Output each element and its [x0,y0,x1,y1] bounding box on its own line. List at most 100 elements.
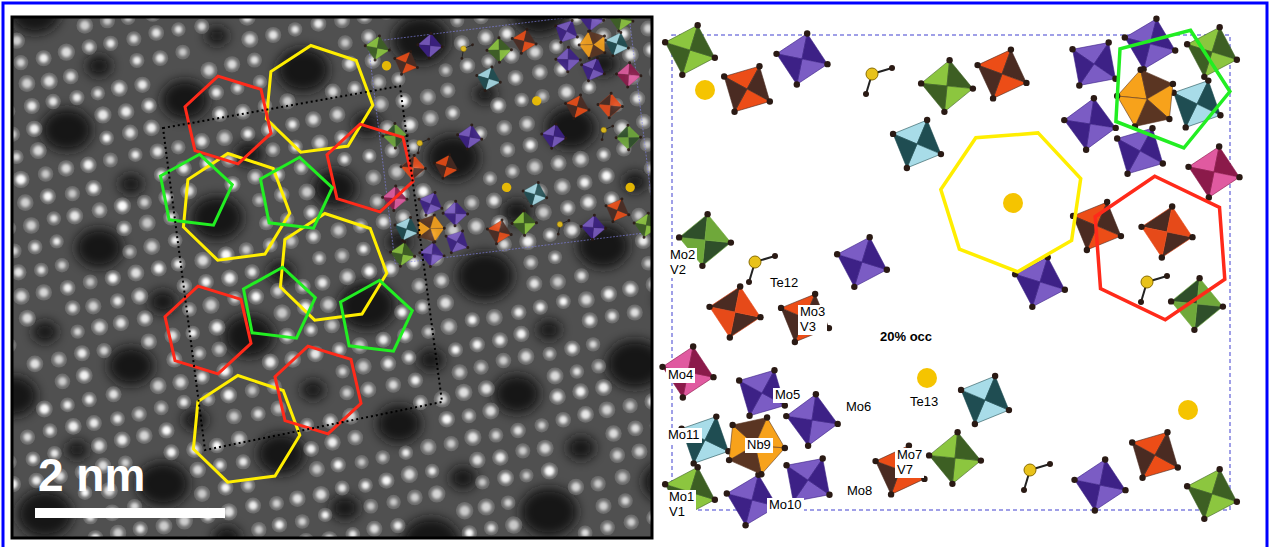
atom-halo [110,293,125,308]
atom-halo [609,447,625,463]
channel-hole [119,174,143,195]
oxygen-atom [416,66,419,69]
oxygen-atom [400,73,403,76]
atom-column [198,255,208,265]
atom-column [126,248,134,256]
oxygen-atom [1191,327,1197,333]
oxygen-atom [1062,286,1068,292]
oxygen-atom [510,222,513,225]
atom-column [535,68,544,77]
atom-column [576,387,586,397]
atom-column [561,87,571,97]
oxygen-atom [1166,116,1172,122]
structure-model [659,16,1242,529]
atom-halo [13,288,30,305]
octahedron [918,57,976,115]
atom-column [277,308,287,318]
atom-halo [492,449,509,466]
atom-halo [158,422,174,438]
atom-column [334,460,343,469]
oxygen-atom [1029,304,1035,310]
octahedron [1170,77,1223,130]
atom-halo [452,364,468,380]
oxygen-atom [550,146,553,149]
oxygen-atom [1137,66,1143,72]
atom-halo [464,195,480,211]
pentagonal-bipyramid [1114,66,1176,129]
polyhedron-face [978,65,1002,98]
pentagon-outline [161,154,233,225]
pentagon-outline [261,157,333,228]
tellurium-atom [1024,464,1036,476]
atom-column [116,318,125,327]
oxygen-atom [378,34,381,37]
atom-halo [28,240,43,255]
atom-halo [577,174,593,190]
oxygen-atom [628,61,631,64]
atom-halo [106,386,122,402]
atom-column [113,415,121,423]
oxygen-atom [441,45,444,48]
oxygen-atom [579,58,582,61]
oxygen-atom [699,263,705,269]
polyhedron-face [383,135,397,150]
oxygen-atom [639,74,642,77]
oxygen-atom [418,251,421,254]
oxygen-atom [726,457,732,463]
te12-site [1138,273,1170,305]
atom-halo [477,29,494,46]
atom-column [432,489,442,499]
oxygen-atom [537,181,540,184]
oxygen-atom [510,48,513,51]
atom-halo [163,210,179,226]
oxygen-atom [632,221,635,224]
atom-column [486,175,493,182]
oxygen-atom [946,57,952,63]
atom-halo [482,402,499,419]
polyhedron-face [808,420,838,446]
atom-halo [627,304,643,320]
atom-halo [176,395,191,410]
oxygen-atom [554,24,557,27]
oxygen-atom [554,122,557,125]
oxygen-atom [1091,95,1097,101]
atom-halo [517,348,534,365]
oxygen-atom [405,198,408,201]
oxygen-atom [782,445,788,451]
atom-column [242,246,250,254]
oxygen-atom [460,57,463,60]
atom-column [468,316,476,324]
atom-halo [24,98,40,114]
oxygen-atom [904,165,910,171]
atom-column [489,313,499,323]
oxygen-atom [381,196,384,199]
atom-column [44,76,54,86]
atom-column [341,156,349,164]
atom-halo [265,142,280,157]
atom-halo [208,319,225,336]
te13-site [381,61,391,71]
atom-column [415,281,424,290]
atom-halo [12,264,26,280]
atom-halo [513,326,529,342]
atom-halo [363,499,378,514]
atom-halo [136,427,153,444]
polyhedron-face [556,25,568,43]
atom-column [140,314,150,324]
atom-column [244,481,252,489]
atom-column [540,443,550,453]
oxygen-atom [992,373,998,379]
atom-halo [265,27,281,43]
oxygen-atom [554,58,557,61]
octahedron [553,44,583,74]
octahedron [706,283,763,340]
pentagonal-bipyramid [726,414,788,477]
atom-halo [314,275,330,291]
atom-halo [55,258,69,272]
atom-column [159,521,169,531]
channel-hole [520,488,577,537]
polyhedron-face [1086,124,1116,150]
atom-halo [329,106,345,122]
atom-halo [577,406,594,423]
atom-halo [469,337,485,353]
